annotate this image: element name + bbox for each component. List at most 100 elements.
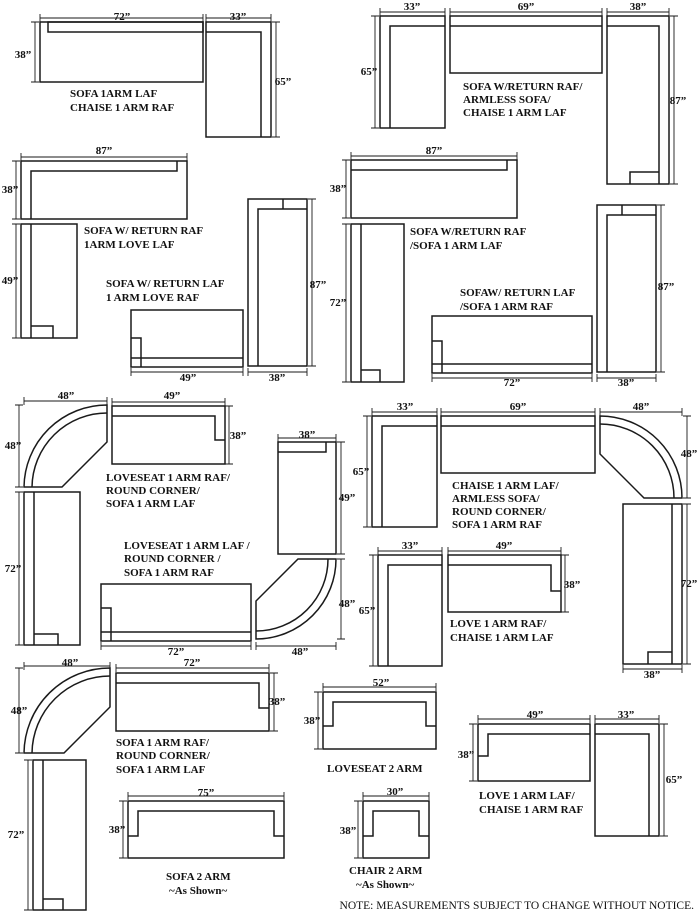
- sofa-piece: [32, 759, 87, 911]
- config-sofa-2-arm: 75” 38” SOFA 2 ARM ~As Shown~: [109, 787, 285, 897]
- dim-49: 49”: [527, 709, 544, 721]
- dim-87: 87”: [670, 95, 687, 107]
- dim-49: 49”: [496, 540, 513, 552]
- loveseat-piece: [322, 691, 437, 750]
- config-return-laf-sofa-raf: 72” 38” 87” SOFAW/ RETURN LAF /SOFA 1 AR…: [431, 204, 675, 389]
- dim-38: 38”: [230, 430, 247, 442]
- dim-49: 49”: [339, 492, 356, 504]
- loveseat-piece: [130, 309, 244, 368]
- config-love-laf-corner-sofa-raf: 38” 49” 48” 72” 48” LOVESEAT 1 ARM LAF /…: [100, 429, 356, 658]
- config-return-laf-love-raf: 49” 38” 87” SOFA W/ RETURN LAF 1 ARM LOV…: [106, 198, 327, 384]
- config-label-line-2: ARMLESS SOFA/: [463, 94, 551, 106]
- loveseat-piece: [477, 723, 591, 782]
- dim-87: 87”: [658, 281, 675, 293]
- dim-87: 87”: [426, 145, 443, 157]
- config-label-line-1: SOFA W/ RETURN LAF: [106, 278, 225, 290]
- round-corner-piece: [255, 558, 337, 640]
- config-label-line-2: 1 ARM LOVE RAF: [106, 292, 199, 304]
- config-label-line-2: ROUND CORNER/: [106, 485, 201, 497]
- return-sofa-piece: [247, 198, 308, 367]
- config-label-line-2: ~As Shown~: [356, 879, 414, 891]
- config-love-laf-chaise-raf: 49” 33” 38” 65” LOVE 1 ARM LAF/ CHAISE 1…: [458, 709, 683, 837]
- dim-38: 38”: [458, 749, 475, 761]
- config-label-line-1: SOFA W/RETURN RAF: [410, 226, 527, 238]
- dim-72: 72”: [504, 377, 521, 389]
- armless-sofa-piece: [440, 415, 596, 474]
- chair-piece: [362, 800, 430, 859]
- config-label-line-1: SOFA W/ RETURN RAF: [84, 225, 203, 237]
- dim-48: 48”: [681, 448, 698, 460]
- config-label-line-3: CHAISE 1 ARM LAF: [463, 107, 567, 119]
- config-label-line-1: LOVESEAT 1 ARM RAF/: [106, 472, 231, 484]
- return-sofa-piece: [350, 159, 518, 219]
- dim-49: 49”: [164, 390, 181, 402]
- dim-48: 48”: [58, 390, 75, 402]
- dim-65: 65”: [275, 76, 292, 88]
- dim-65: 65”: [666, 774, 683, 786]
- dim-75: 75”: [198, 787, 215, 799]
- dim-48: 48”: [633, 401, 650, 413]
- dim-33: 33”: [404, 1, 421, 13]
- dim-38: 38”: [269, 372, 286, 384]
- config-love-raf-corner-sofa-laf: 48” 49” 48” 38” 72” LOVESEAT 1 ARM RAF/ …: [5, 390, 247, 646]
- sofa-piece: [431, 315, 593, 374]
- dim-38: 38”: [2, 184, 19, 196]
- config-label-line-3: SOFA 1 ARM RAF: [124, 567, 214, 579]
- config-loveseat-2-arm: 52” 38” LOVESEAT 2 ARM: [304, 677, 437, 775]
- dim-65: 65”: [353, 466, 370, 478]
- dim-72: 72”: [681, 578, 698, 590]
- dim-38: 38”: [15, 49, 32, 61]
- config-chaise-laf-armless-corner-sofa-raf: 33” 69” 48” 65” 48” 72” 38” CHAISE 1 ARM…: [353, 401, 698, 681]
- loveseat-piece: [20, 223, 78, 339]
- dim-69: 69”: [510, 401, 527, 413]
- config-label-line-2: ROUND CORNER /: [124, 553, 222, 565]
- dim-65: 65”: [359, 605, 376, 617]
- dim-87: 87”: [310, 279, 327, 291]
- config-label-line-2: ARMLESS SOFA/: [452, 493, 540, 505]
- dim-72: 72”: [8, 829, 25, 841]
- dim-38: 38”: [618, 377, 635, 389]
- dim-38: 38”: [340, 825, 357, 837]
- dim-38: 38”: [299, 429, 316, 441]
- sofa-piece: [127, 800, 285, 859]
- dim-48: 48”: [62, 657, 79, 669]
- config-label-line-3: SOFA 1 ARM LAF: [116, 764, 206, 776]
- config-label-line-2: /SOFA 1 ARM RAF: [459, 301, 553, 313]
- sofa-piece: [23, 491, 81, 646]
- config-label-line-1: CHAISE 1 ARM LAF/: [452, 480, 560, 492]
- config-label-line-3: SOFA 1 ARM LAF: [106, 498, 196, 510]
- dim-38: 38”: [304, 715, 321, 727]
- config-label-line-2: CHAISE 1 ARM LAF: [450, 632, 554, 644]
- config-return-raf-armless-chaise-laf: 33” 69” 38” 65” 87” SOFA W/RETURN RAF/ A…: [361, 1, 687, 185]
- config-label-line-3: ROUND CORNER/: [452, 506, 547, 518]
- dim-49: 49”: [2, 275, 19, 287]
- return-sofa-piece: [606, 15, 670, 185]
- config-sofa-laf-chaise-raf: 72” 33” 38” 65” SOFA 1ARM LAF CHAISE 1 A…: [15, 11, 292, 138]
- chaise-piece: [371, 415, 438, 528]
- config-label-line-1: LOVE 1 ARM RAF/: [450, 618, 547, 630]
- round-corner-piece: [599, 415, 683, 499]
- config-label-line-2: ~As Shown~: [169, 885, 227, 897]
- dim-72: 72”: [330, 297, 347, 309]
- chaise-piece: [594, 723, 660, 837]
- dim-33: 33”: [402, 540, 419, 552]
- config-label-line-2: 1ARM LOVE LAF: [84, 239, 175, 251]
- dim-48: 48”: [292, 646, 309, 658]
- config-label-line-1: SOFA 2 ARM: [166, 871, 231, 883]
- return-sofa-piece: [20, 160, 188, 220]
- sofa-piece: [100, 583, 252, 642]
- dim-72: 72”: [5, 563, 22, 575]
- config-label-line-1: LOVESEAT 1 ARM LAF /: [124, 540, 251, 552]
- round-corner-piece: [23, 667, 111, 754]
- dim-52: 52”: [373, 677, 390, 689]
- dim-38: 38”: [330, 183, 347, 195]
- config-sofa-raf-corner-sofa-laf: 48” 72” 48” 38” 72” SOFA 1 ARM RAF/ ROUN…: [8, 657, 285, 911]
- sofa-piece: [622, 503, 683, 665]
- round-corner-piece: [23, 404, 108, 488]
- dim-33: 33”: [618, 709, 635, 721]
- loveseat-piece: [447, 554, 562, 613]
- config-label-line-2: ROUND CORNER/: [116, 750, 211, 762]
- sofa-piece: [350, 223, 405, 383]
- dim-38: 38”: [109, 824, 126, 836]
- config-label-line-4: SOFA 1 ARM RAF: [452, 519, 542, 531]
